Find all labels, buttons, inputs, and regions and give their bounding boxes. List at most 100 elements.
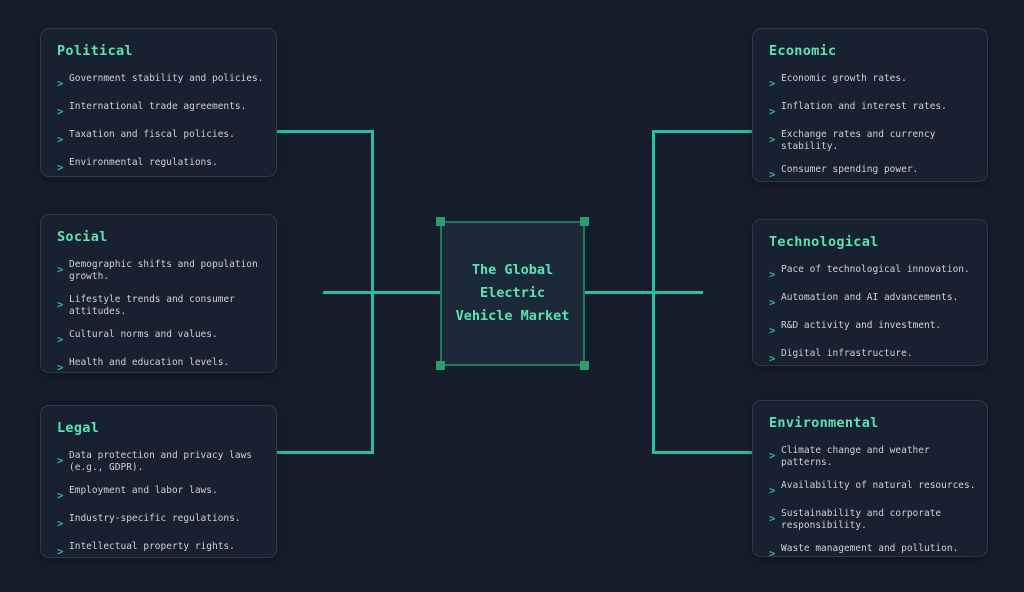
node-title-legal: Legal <box>57 420 100 436</box>
node-title-political: Political <box>57 43 133 59</box>
chevron-bullet-icon: > <box>57 546 64 558</box>
item-text: Automation and AI advancements. <box>781 292 959 303</box>
chevron-bullet-icon: > <box>57 362 64 373</box>
list-item: > Taxation and fiscal policies. <box>57 129 268 146</box>
chevron-bullet-icon: > <box>769 485 776 497</box>
item-text: International trade agreements. <box>69 101 247 112</box>
center-node[interactable]: The Global Electric Vehicle Market <box>436 217 589 370</box>
edge-left-center[interactable] <box>323 291 440 294</box>
list-item: > Cultural norms and values. <box>57 329 268 346</box>
chevron-bullet-icon: > <box>57 518 64 530</box>
chevron-bullet-icon: > <box>769 450 776 462</box>
node-items-environmental: > Climate change and weather patterns. >… <box>769 445 979 557</box>
chevron-bullet-icon: > <box>769 169 776 181</box>
item-text: Government stability and policies. <box>69 73 264 84</box>
selection-handle-bottom-left[interactable] <box>436 361 445 370</box>
list-item: > Health and education levels. <box>57 357 268 373</box>
chevron-bullet-icon: > <box>769 325 776 337</box>
center-title: The Global Electric Vehicle Market <box>456 259 570 328</box>
chevron-bullet-icon: > <box>57 134 64 146</box>
list-item: > Consumer spending power. <box>769 164 979 181</box>
item-text: Intellectual property rights. <box>69 541 235 552</box>
item-text: Employment and labor laws. <box>69 485 218 496</box>
item-text: Cultural norms and values. <box>69 329 218 340</box>
list-item: > Industry-specific regulations. <box>57 513 268 530</box>
item-text: Digital infrastructure. <box>781 348 913 359</box>
list-item: > Government stability and policies. <box>57 73 268 90</box>
edge-political-trunk[interactable] <box>277 130 374 133</box>
list-item: > Climate change and weather patterns. <box>769 445 979 469</box>
item-text: Waste management and pollution. <box>781 543 959 554</box>
center-title-line: The Global <box>471 262 554 278</box>
selection-handle-top-right[interactable] <box>580 217 589 226</box>
list-item: > Exchange rates and currency stability. <box>769 129 979 153</box>
item-text: Lifestyle trends and consumer attitudes. <box>69 294 235 317</box>
list-item: > R&D activity and investment. <box>769 320 979 337</box>
chevron-bullet-icon: > <box>769 106 776 118</box>
chevron-bullet-icon: > <box>57 490 64 502</box>
selection-handle-top-left[interactable] <box>436 217 445 226</box>
item-text: Climate change and weather patterns. <box>781 445 930 468</box>
item-text: Health and education levels. <box>69 357 230 368</box>
node-environmental[interactable]: Environmental > Climate change and weath… <box>752 400 988 557</box>
center-title-line: Vehicle Market <box>455 308 570 324</box>
item-text: Inflation and interest rates. <box>781 101 947 112</box>
chevron-bullet-icon: > <box>769 297 776 309</box>
chevron-bullet-icon: > <box>769 134 776 146</box>
list-item: > Intellectual property rights. <box>57 541 268 558</box>
chevron-bullet-icon: > <box>769 78 776 90</box>
chevron-bullet-icon: > <box>769 548 776 557</box>
edge-economic-trunk[interactable] <box>652 130 752 133</box>
node-legal[interactable]: Legal > Data protection and privacy laws… <box>40 405 277 558</box>
selection-handle-bottom-right[interactable] <box>580 361 589 370</box>
item-text: Exchange rates and currency stability. <box>781 129 936 152</box>
edge-legal-trunk[interactable] <box>277 451 374 454</box>
item-text: Pace of technological innovation. <box>781 264 970 275</box>
item-text: Demographic shifts and population growth… <box>69 259 258 282</box>
list-item: > Environmental regulations. <box>57 157 268 174</box>
edge-right-center[interactable] <box>585 291 703 294</box>
list-item: > Lifestyle trends and consumer attitude… <box>57 294 268 318</box>
chevron-bullet-icon: > <box>57 299 64 311</box>
node-technological[interactable]: Technological > Pace of technological in… <box>752 219 988 366</box>
item-text: Sustainability and corporate responsibil… <box>781 508 942 531</box>
node-political[interactable]: Political > Government stability and pol… <box>40 28 277 177</box>
item-text: Economic growth rates. <box>781 73 907 84</box>
item-text: Data protection and privacy laws (e.g., … <box>69 450 253 473</box>
list-item: > Employment and labor laws. <box>57 485 268 502</box>
node-economic[interactable]: Economic > Economic growth rates. > Infl… <box>752 28 988 182</box>
list-item: > Automation and AI advancements. <box>769 292 979 309</box>
chevron-bullet-icon: > <box>57 334 64 346</box>
chevron-bullet-icon: > <box>769 269 776 281</box>
item-text: Environmental regulations. <box>69 157 218 168</box>
item-text: R&D activity and investment. <box>781 320 942 331</box>
node-items-political: > Government stability and policies. > I… <box>57 73 268 174</box>
chevron-bullet-icon: > <box>769 513 776 525</box>
node-title-environmental: Environmental <box>769 415 879 431</box>
node-social[interactable]: Social > Demographic shifts and populati… <box>40 214 277 373</box>
chevron-bullet-icon: > <box>57 78 64 90</box>
node-title-technological: Technological <box>769 234 879 250</box>
node-title-economic: Economic <box>769 43 837 59</box>
list-item: > Demographic shifts and population grow… <box>57 259 268 283</box>
edge-environmental-trunk[interactable] <box>652 451 752 454</box>
list-item: > Pace of technological innovation. <box>769 264 979 281</box>
list-item: > Digital infrastructure. <box>769 348 979 365</box>
item-text: Consumer spending power. <box>781 164 919 175</box>
item-text: Taxation and fiscal policies. <box>69 129 235 140</box>
node-title-social: Social <box>57 229 108 245</box>
list-item: > Economic growth rates. <box>769 73 979 90</box>
node-items-technological: > Pace of technological innovation. > Au… <box>769 264 979 365</box>
chevron-bullet-icon: > <box>57 455 64 467</box>
chevron-bullet-icon: > <box>57 264 64 276</box>
chevron-bullet-icon: > <box>769 353 776 365</box>
list-item: > Data protection and privacy laws (e.g.… <box>57 450 268 474</box>
node-items-social: > Demographic shifts and population grow… <box>57 259 268 373</box>
chevron-bullet-icon: > <box>57 106 64 118</box>
list-item: > Availability of natural resources. <box>769 480 979 497</box>
node-items-legal: > Data protection and privacy laws (e.g.… <box>57 450 268 558</box>
node-items-economic: > Economic growth rates. > Inflation and… <box>769 73 979 181</box>
list-item: > International trade agreements. <box>57 101 268 118</box>
item-text: Availability of natural resources. <box>781 480 976 491</box>
